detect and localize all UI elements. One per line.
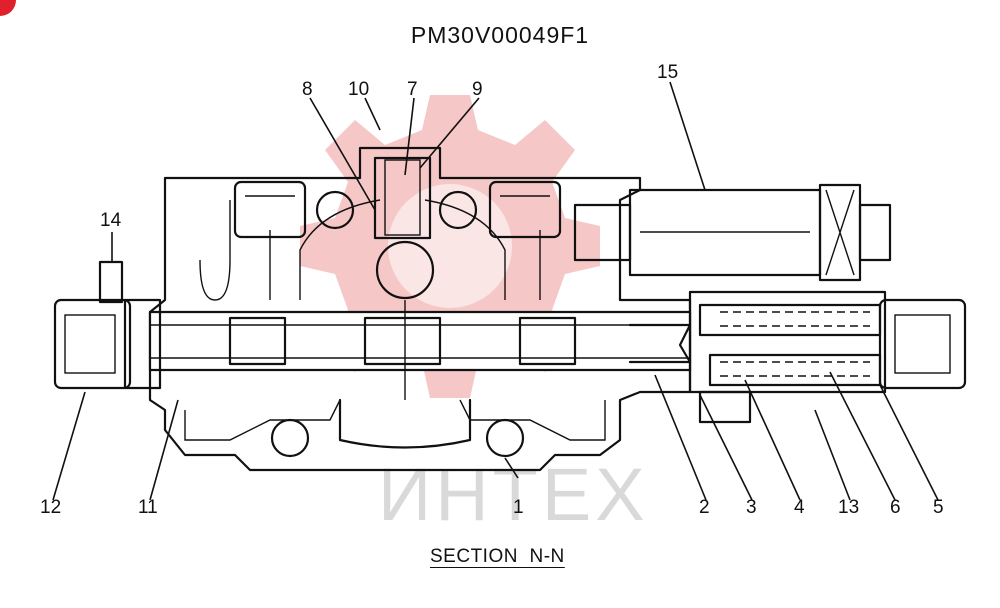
- callout-6: 6: [890, 497, 901, 518]
- drawing-code: PM30V00049F1: [410, 22, 590, 48]
- callout-8: 8: [302, 79, 313, 100]
- callout-15: 15: [657, 62, 679, 83]
- callout-9: 9: [472, 79, 483, 100]
- callout-10: 10: [348, 79, 370, 100]
- section-caption: SECTION N-N: [430, 546, 565, 567]
- callout-13: 13: [838, 497, 860, 518]
- valve-body: [148, 146, 692, 472]
- callout-2: 2: [699, 497, 710, 518]
- callout-4: 4: [794, 497, 805, 518]
- callout-5: 5: [933, 497, 944, 518]
- callout-11: 11: [138, 497, 158, 518]
- callout-3: 3: [746, 497, 757, 518]
- callout-14: 14: [100, 210, 122, 231]
- callout-12: 12: [40, 497, 62, 518]
- callout-1: 1: [513, 497, 524, 518]
- callout-7: 7: [407, 79, 418, 100]
